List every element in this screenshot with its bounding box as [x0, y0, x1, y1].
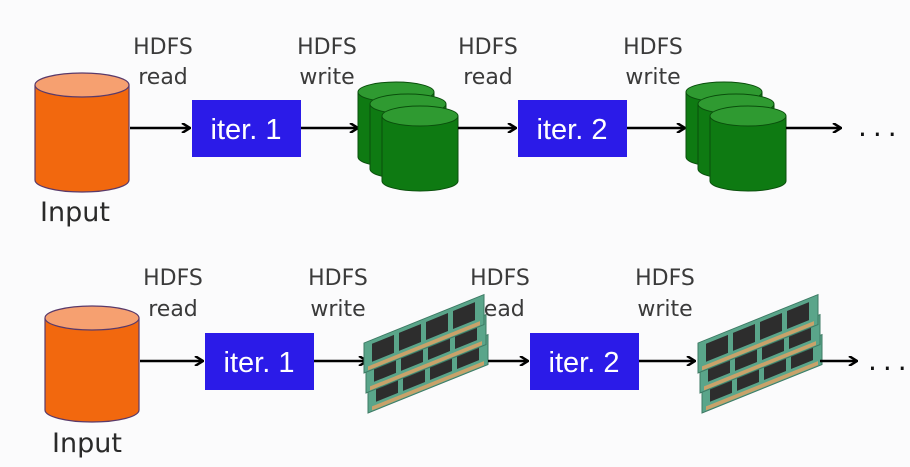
hdfs-read-label: HDFS	[143, 266, 203, 291]
hdfs-write-label-op: write	[310, 297, 365, 322]
hdfs-read-label: HDFS	[470, 266, 530, 291]
iter-1-box	[192, 100, 301, 157]
hdfs-write-label: HDFS	[623, 35, 683, 60]
iter-2-box	[530, 333, 639, 390]
iter-2-box	[518, 100, 627, 157]
memory-ram-stack-icon	[697, 294, 823, 414]
iter-2-label: iter. 2	[537, 114, 608, 146]
hdfs-write-label-op: write	[299, 65, 354, 90]
hdfs-read-label: HDFS	[458, 35, 518, 60]
row-disk: Input HDFS read HDFS write HDFS read HDF…	[34, 35, 903, 228]
input-database-icon	[44, 305, 140, 423]
hdfs-database-stack-icon	[685, 81, 787, 192]
hdfs-read-label-op: read	[463, 65, 513, 90]
hdfs-write-label: HDFS	[297, 35, 357, 60]
row-memory: Input HDFS read HDFS write HDFS read HDF…	[44, 266, 910, 459]
iter-1-label: iter. 1	[224, 347, 295, 379]
iter-1-box	[205, 333, 314, 390]
continuation-ellipsis: ...	[868, 344, 910, 377]
iter-1-label: iter. 1	[211, 114, 282, 146]
input-label: Input	[52, 428, 122, 459]
input-database-icon	[34, 72, 130, 193]
continuation-ellipsis: ...	[858, 110, 903, 143]
input-label: Input	[40, 197, 110, 228]
hdfs-write-label: HDFS	[308, 266, 368, 291]
hdfs-read-label: HDFS	[133, 35, 193, 60]
hdfs-write-label-op: write	[625, 65, 680, 90]
hdfs-read-label-op: read	[148, 297, 198, 322]
hdfs-database-stack-icon	[357, 81, 459, 192]
hdfs-write-label: HDFS	[635, 266, 695, 291]
hdfs-write-label-op: write	[637, 297, 692, 322]
iter-2-label: iter. 2	[549, 347, 620, 379]
memory-ram-stack-icon	[363, 294, 489, 414]
hdfs-read-label-op: read	[138, 65, 188, 90]
